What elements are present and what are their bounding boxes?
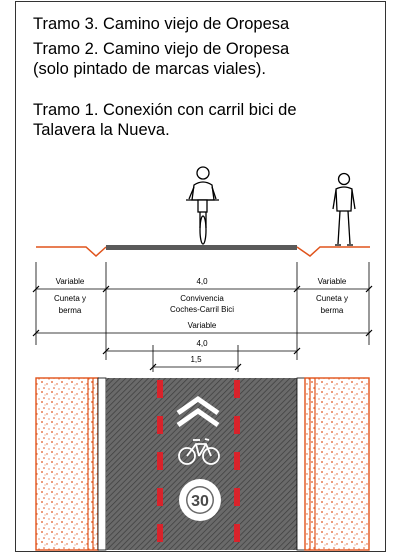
right-section-label-line-2: berma	[321, 306, 344, 315]
heading-tramo-3: Tramo 3. Camino viejo de Oropesa	[33, 15, 290, 33]
plan-view: 30	[35, 377, 370, 551]
road-surface	[106, 378, 297, 550]
cyclist-figure-icon	[186, 166, 219, 245]
right-section-label-line-1: Cuneta y	[316, 294, 348, 303]
road-section	[106, 245, 297, 250]
speed-limit-label: 30	[191, 493, 209, 510]
ground-profile	[36, 245, 370, 258]
heading-tramo-2: Tramo 2. Camino viejo de Oropesa (solo p…	[33, 40, 290, 78]
speed-limit-sign: 30	[179, 479, 221, 521]
center-section-label-line-2: Coches-Carril Bici	[170, 305, 234, 314]
left-red-dashed-line	[157, 380, 163, 542]
road-width-label: 4,0	[196, 339, 208, 348]
dimension-ticks	[32, 285, 373, 371]
right-width-label: Variable	[318, 277, 347, 286]
center-width-label: 4,0	[196, 277, 208, 286]
total-width-label: Variable	[188, 321, 217, 330]
left-width-label: Variable	[56, 277, 85, 286]
center-section-label-line-1: Convivencia	[180, 294, 224, 303]
lane-width-label: 1,5	[190, 355, 202, 364]
bicycle-symbol-icon	[178, 438, 220, 465]
left-verge	[35, 377, 99, 551]
dimension-row-1	[35, 262, 370, 372]
left-section-label-line-2: berma	[59, 306, 82, 315]
right-red-dashed-line	[234, 380, 240, 542]
heading-tramo-1: Tramo 1. Conexión con carril bici de Tal…	[33, 101, 297, 139]
right-verge	[304, 377, 370, 551]
left-section-label-line-1: Cuneta y	[54, 294, 86, 303]
pedestrian-figure-icon	[332, 172, 356, 246]
chevron-icon	[176, 395, 220, 428]
